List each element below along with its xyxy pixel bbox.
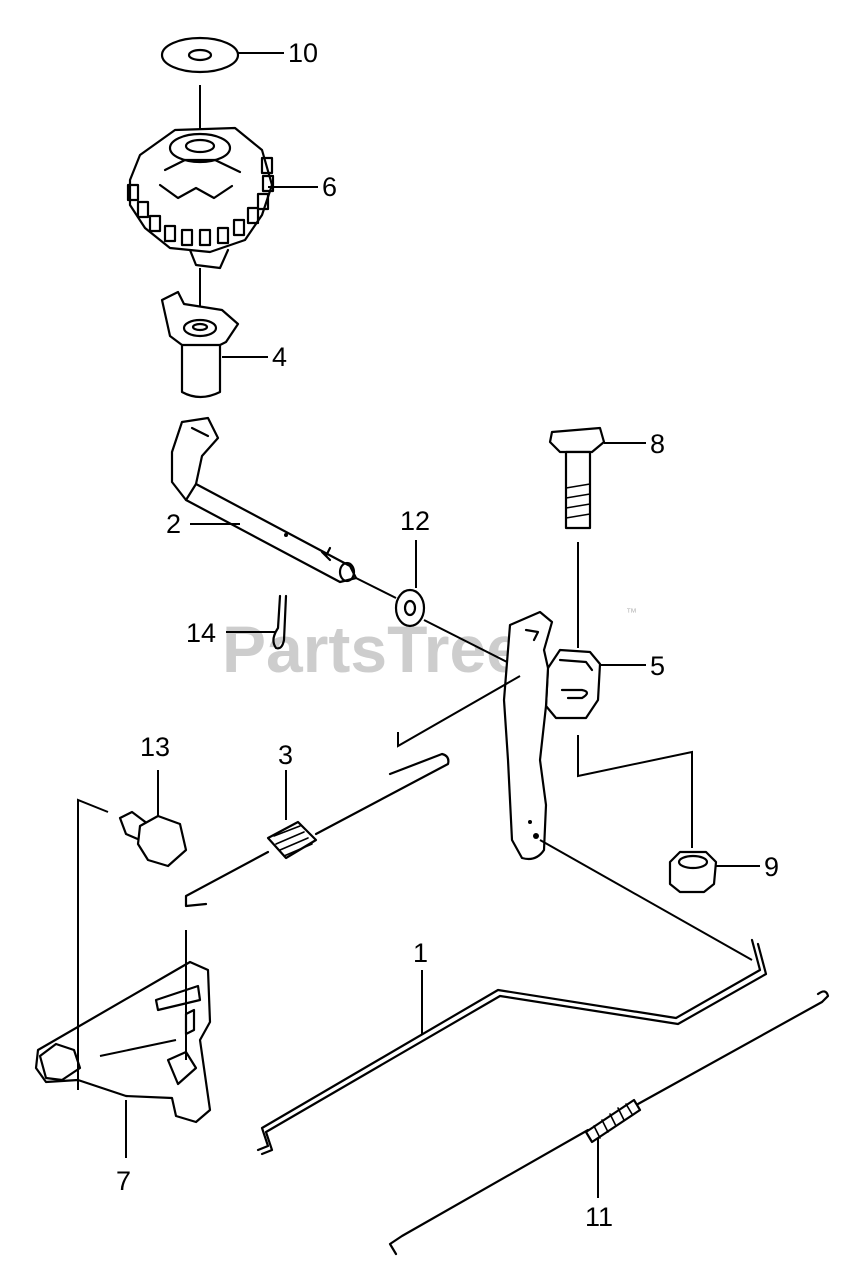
watermark-trademark: ™ (626, 607, 637, 619)
axis-3-lever (397, 675, 521, 748)
part-10-washer[interactable] (160, 36, 240, 74)
axis-lever-rod (539, 839, 753, 961)
callout-7: 7 (116, 1166, 131, 1196)
part-6-governor-gear[interactable] (126, 126, 275, 270)
watermark-text: PartsTree (222, 612, 523, 686)
callout-3: 3 (278, 740, 293, 770)
axis-5-9 (577, 735, 693, 848)
axis-bracket-inner (99, 1039, 177, 1057)
axis-2-12 (355, 577, 397, 599)
part-3-spring[interactable] (184, 752, 450, 908)
part-13-screw[interactable] (118, 810, 188, 868)
callout-5: 5 (650, 651, 665, 681)
axis-12-lever (423, 619, 516, 667)
callout-9: 9 (764, 852, 779, 882)
part-11-throttle-spring[interactable] (388, 990, 830, 1256)
axis-13-bracket (77, 798, 109, 1090)
part-12-washer[interactable] (394, 588, 426, 628)
part-5-clamp[interactable] (544, 648, 602, 720)
callout-13: 13 (140, 732, 170, 762)
callout-11: 11 (585, 1202, 613, 1232)
callout-8: 8 (650, 429, 665, 459)
part-9-nut[interactable] (668, 850, 718, 894)
callout-10: 10 (288, 38, 318, 68)
callout-2: 2 (166, 509, 181, 539)
part-4-governor-sleeve[interactable] (160, 290, 240, 399)
part-2-governor-shaft[interactable] (170, 416, 358, 584)
part-8-bolt[interactable] (548, 426, 606, 530)
callout-4: 4 (272, 342, 287, 372)
callout-1: 1 (413, 938, 428, 968)
governor-lever[interactable] (502, 610, 554, 861)
callout-12: 12 (400, 506, 430, 536)
callout-14: 14 (186, 618, 216, 648)
part-7-bracket[interactable] (34, 960, 212, 1124)
callout-6: 6 (322, 172, 337, 202)
part-1-link-rod[interactable] (256, 938, 768, 1156)
